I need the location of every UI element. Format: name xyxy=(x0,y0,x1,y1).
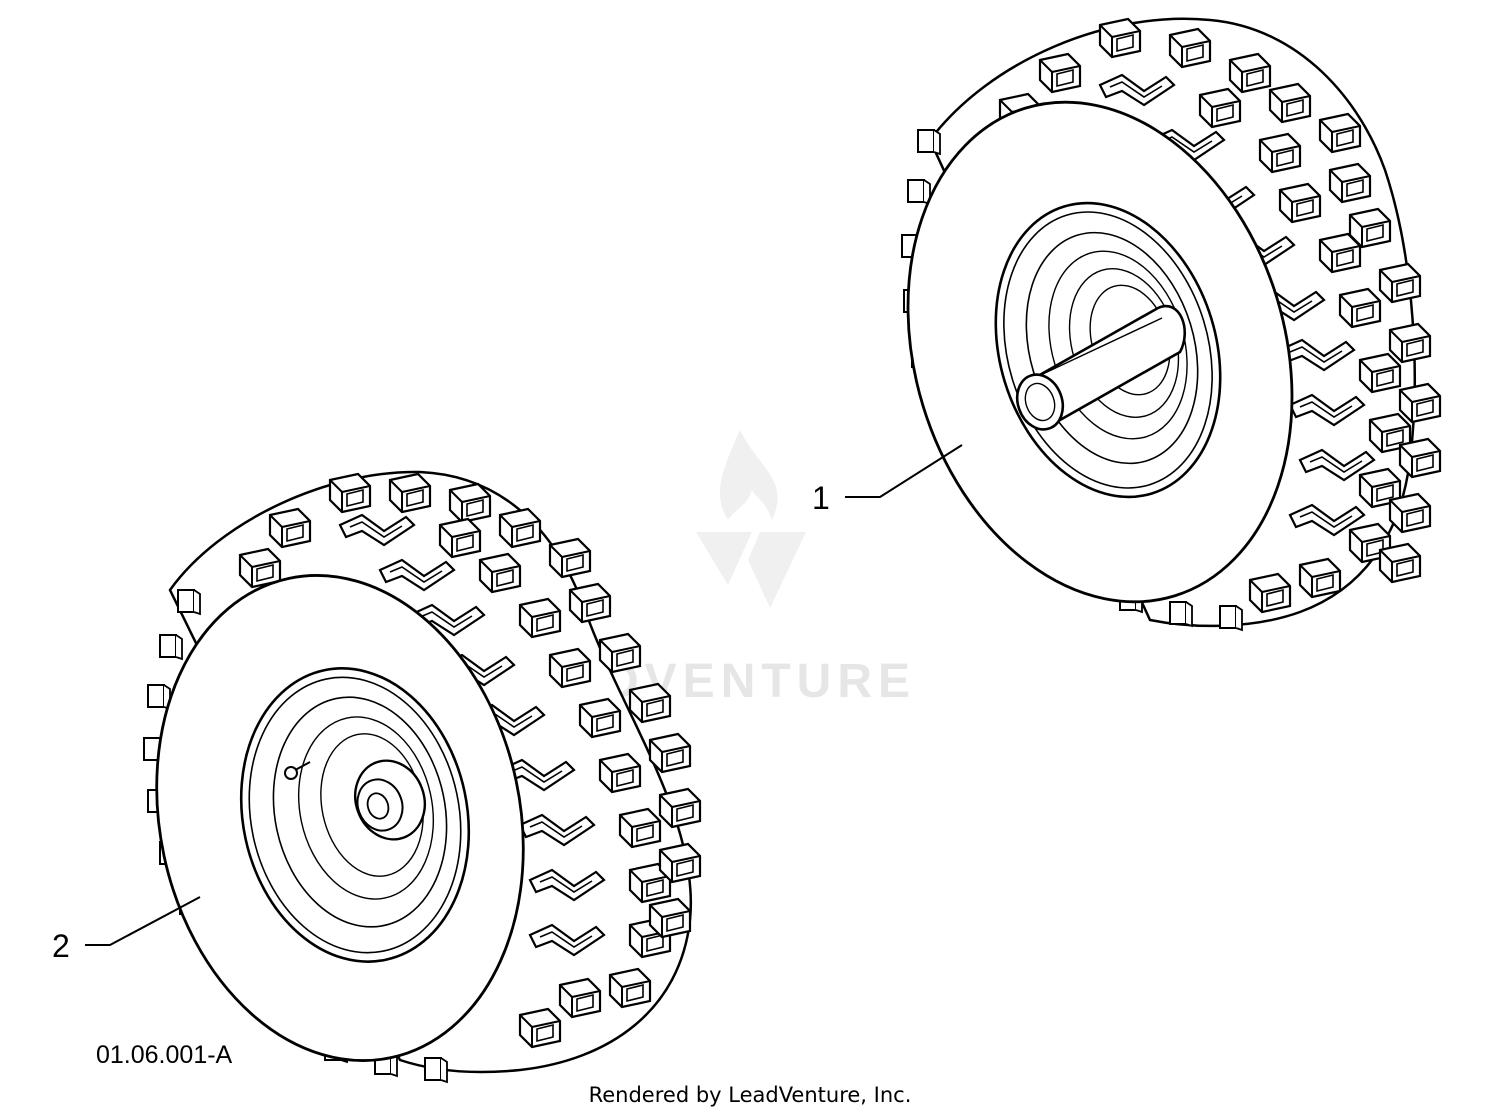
wheel-assembly-1 xyxy=(901,17,1442,631)
callout-1-leader xyxy=(845,444,963,498)
figure-code: 01.06.001-A xyxy=(96,1041,233,1069)
callout-label-1: 1 xyxy=(812,480,830,516)
axle-shaft-1 xyxy=(1015,304,1186,431)
callout-2-leader xyxy=(85,896,201,946)
render-credit: Rendered by LeadVenture, Inc. xyxy=(588,1083,912,1107)
watermark-logo-icon xyxy=(696,430,806,608)
hub-2 xyxy=(354,759,426,841)
valve-stem-icon xyxy=(284,761,311,780)
wheel-assembly-2 xyxy=(143,470,702,1083)
callout-label-2: 2 xyxy=(52,928,70,964)
